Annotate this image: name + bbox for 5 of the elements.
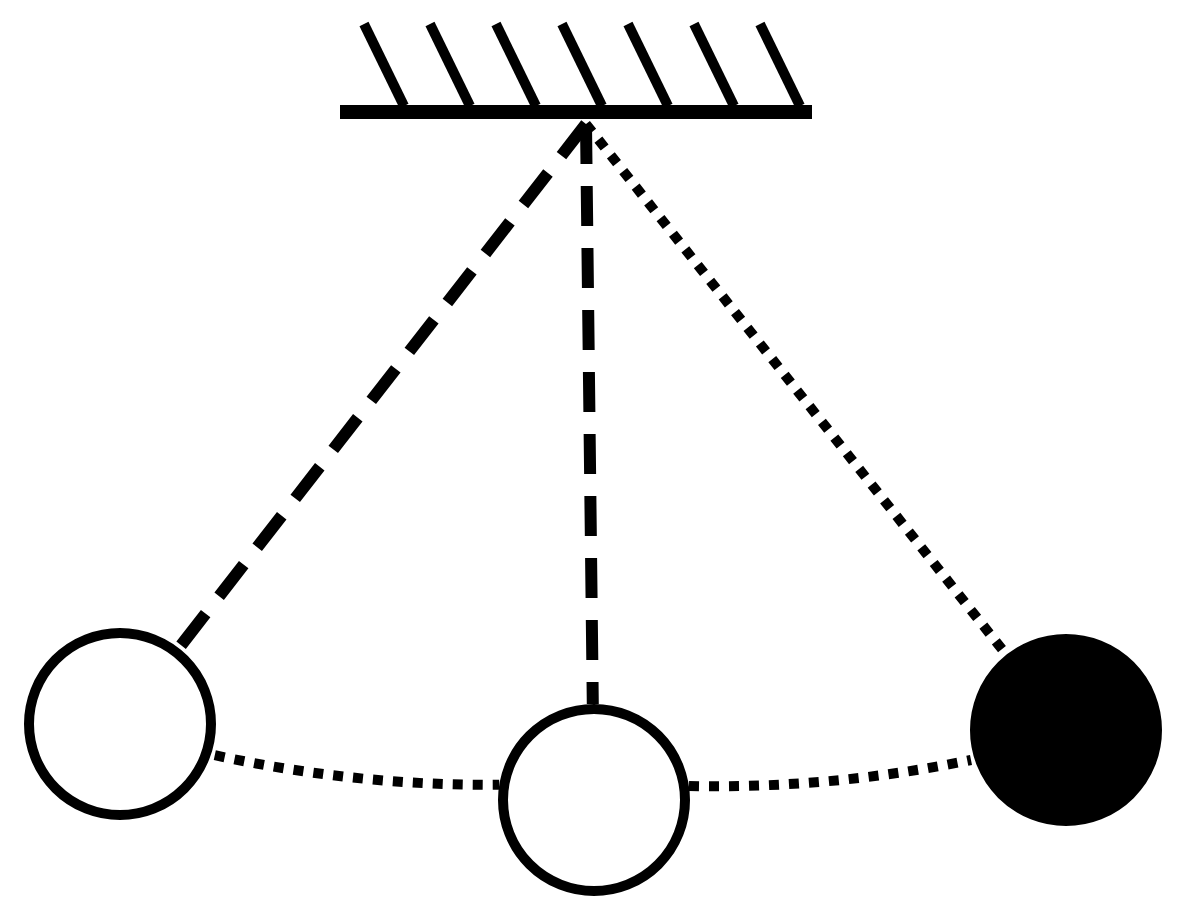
- ceiling-hatch-drawing: [336, 16, 816, 124]
- swing-path: [688, 755, 972, 792]
- swing-path: [213, 750, 500, 790]
- pendulum-string: [174, 120, 591, 652]
- pendulum-string: [582, 120, 1011, 658]
